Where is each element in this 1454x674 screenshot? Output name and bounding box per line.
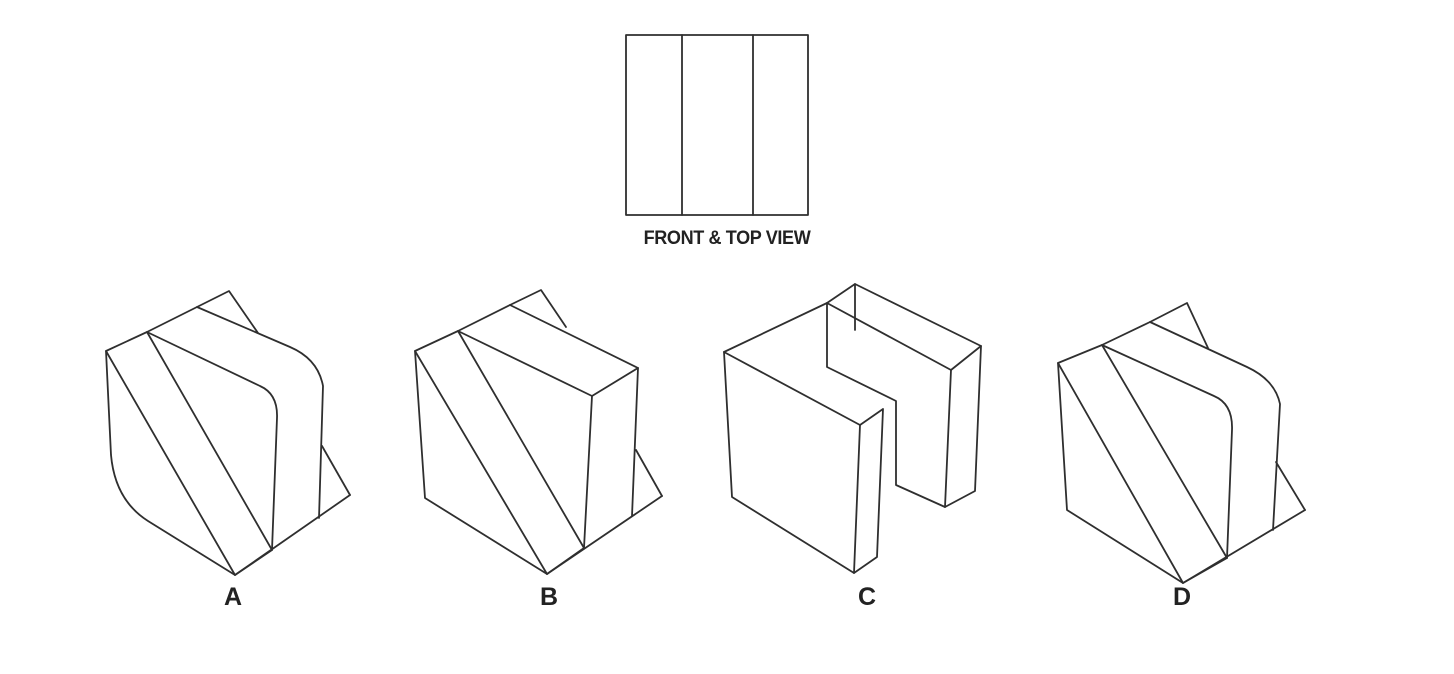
figure-line (105, 331, 278, 576)
figure-line (196, 290, 259, 334)
reference-caption: FRONT & TOP VIEW (643, 228, 811, 249)
figure-line (457, 330, 585, 549)
front-top-view-figure (625, 34, 809, 216)
figure-line (414, 350, 548, 575)
figure-line (321, 445, 351, 496)
figure-line (1101, 321, 1151, 346)
figure-line (826, 283, 982, 371)
figure-line (625, 34, 809, 216)
figure-line (509, 289, 567, 328)
figure-line (509, 304, 639, 517)
figure-line (944, 369, 952, 508)
option-a-label[interactable]: A (223, 583, 243, 611)
figure-line (723, 302, 828, 353)
figure-line (1182, 509, 1306, 584)
figure-line (635, 449, 663, 497)
figure-line (1149, 321, 1281, 531)
figure-line (1057, 362, 1184, 584)
option-b-label[interactable]: B (539, 583, 559, 611)
figure-line (414, 330, 593, 575)
figure-line (826, 302, 946, 508)
figure-line (234, 494, 351, 576)
figure-line (146, 306, 198, 333)
option-a-figure[interactable] (105, 290, 351, 576)
option-b-figure[interactable] (414, 289, 663, 575)
figure-line (457, 304, 511, 332)
option-c-label[interactable]: C (857, 583, 877, 611)
figure-line (591, 367, 639, 397)
figure-line (723, 351, 861, 574)
figure-line (105, 350, 236, 576)
figure-line (146, 331, 273, 551)
figure-line (944, 345, 982, 508)
option-d-figure[interactable] (1057, 302, 1306, 584)
figure-line (1101, 344, 1228, 559)
figure-line (1275, 461, 1306, 511)
option-c-figure[interactable] (723, 283, 982, 574)
option-d-label[interactable]: D (1172, 583, 1192, 611)
figure-line (546, 495, 663, 575)
figure-line (1149, 302, 1209, 349)
figure-line (196, 306, 324, 519)
figure-line (853, 408, 884, 574)
figure-line (1057, 344, 1233, 584)
